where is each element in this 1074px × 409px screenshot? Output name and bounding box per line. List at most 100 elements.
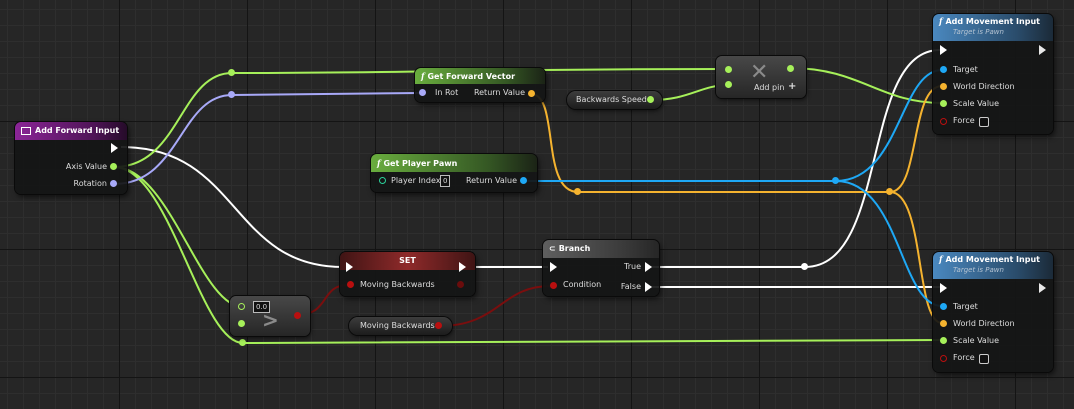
axis-value-pin[interactable] xyxy=(110,163,117,170)
pin-label-force: Force xyxy=(953,353,975,362)
pin-label-axis-value: Axis Value xyxy=(65,162,107,171)
node-title: Branch xyxy=(558,244,591,253)
compare-output-pin[interactable] xyxy=(294,312,301,319)
return-value-pin[interactable] xyxy=(528,90,535,97)
reroute-knot-float-2[interactable] xyxy=(239,339,246,346)
node-header: Add Forward Input xyxy=(15,122,127,140)
greater-than-node[interactable]: 0.0 > xyxy=(230,296,310,336)
pin-label-scale-value: Scale Value xyxy=(953,99,1000,108)
pawn-return-value-pin[interactable] xyxy=(520,177,527,184)
node-header: ⊂Branch xyxy=(543,240,659,258)
moving-backwards-in-pin[interactable] xyxy=(347,281,354,288)
pin-label-target: Target xyxy=(953,65,978,74)
object-wire-pawn-to-target-2 xyxy=(835,180,943,307)
node-title: Get Player Pawn xyxy=(383,159,458,168)
pin-label-force: Force xyxy=(953,116,975,125)
compare-input-b-pin[interactable] xyxy=(238,320,245,327)
node-subtitle: Target is Pawn xyxy=(953,28,1004,36)
greater-than-icon: > xyxy=(262,308,279,332)
pin-label-condition: Condition xyxy=(563,280,602,289)
pin-label-scale-value: Scale Value xyxy=(953,336,1000,345)
exec-out-pin[interactable] xyxy=(459,262,466,272)
branch-icon: ⊂ xyxy=(549,244,556,253)
pin-label-moving-backwards: Moving Backwards xyxy=(360,280,435,289)
exec-in-pin[interactable] xyxy=(346,262,353,272)
pin-label-true: True xyxy=(624,262,641,271)
false-exec-pin[interactable] xyxy=(645,282,652,292)
target-pin[interactable] xyxy=(940,303,947,310)
pin-label-player-index: Player Index xyxy=(391,176,441,185)
rotation-pin[interactable] xyxy=(110,180,117,187)
multiply-input-a-pin[interactable] xyxy=(725,66,732,73)
exec-wire-true-to-movement-1 xyxy=(650,49,941,269)
player-index-input[interactable]: 0 xyxy=(440,175,451,187)
function-icon: f xyxy=(939,16,943,26)
reroute-knot-object[interactable] xyxy=(832,177,839,184)
force-checkbox[interactable] xyxy=(979,354,989,364)
moving-backwards-out-pin[interactable] xyxy=(457,281,464,288)
node-title: Add Movement Input xyxy=(945,17,1040,26)
multiply-input-b-pin[interactable] xyxy=(725,81,732,88)
player-index-pin[interactable] xyxy=(379,177,386,184)
node-subtitle: Target is Pawn xyxy=(953,266,1004,274)
compare-input-a-pin[interactable] xyxy=(238,303,245,310)
exec-out-pin[interactable] xyxy=(111,143,118,153)
backwards-speed-getter[interactable]: Backwards Speed xyxy=(567,91,662,109)
moving-backwards-getter-pin[interactable] xyxy=(435,322,442,329)
multiply-node[interactable]: ✕ Add pin + xyxy=(716,56,806,98)
node-title: Get Forward Vector xyxy=(427,72,516,81)
pin-label-return-value: Return Value xyxy=(465,176,517,185)
rotator-wire xyxy=(113,92,422,185)
object-wire-pawn-to-target-1 xyxy=(522,69,943,182)
set-moving-backwards-node[interactable]: SET Moving Backwards xyxy=(340,252,475,296)
compare-value-input[interactable]: 0.0 xyxy=(253,301,271,313)
force-pin[interactable] xyxy=(940,118,947,125)
multiply-output-pin[interactable] xyxy=(787,65,794,72)
exec-in-pin[interactable] xyxy=(940,45,947,55)
branch-node[interactable]: ⊂Branch Condition True False xyxy=(543,240,659,296)
pin-label-world-direction: World Direction xyxy=(953,319,1015,328)
pin-label-rotation: Rotation xyxy=(73,179,107,188)
reroute-knot-vector[interactable] xyxy=(574,188,581,195)
add-pin-label[interactable]: Add pin xyxy=(754,83,785,92)
exec-in-pin[interactable] xyxy=(940,283,947,293)
multiply-icon: ✕ xyxy=(750,60,769,85)
variable-label: Moving Backwards xyxy=(360,321,435,330)
target-pin[interactable] xyxy=(940,66,947,73)
true-exec-pin[interactable] xyxy=(645,262,652,272)
force-checkbox[interactable] xyxy=(979,117,989,127)
reroute-knot-vector-2[interactable] xyxy=(886,188,893,195)
exec-out-pin[interactable] xyxy=(1039,45,1046,55)
reroute-knot-float[interactable] xyxy=(228,69,235,76)
exec-out-pin[interactable] xyxy=(1039,283,1046,293)
exec-wire-event-to-set xyxy=(120,146,344,268)
node-title: Add Movement Input xyxy=(945,255,1040,264)
force-pin[interactable] xyxy=(940,355,947,362)
float-wire-multiply-to-scale-1 xyxy=(789,67,943,104)
exec-in-pin[interactable] xyxy=(550,262,557,272)
reroute-knot-exec[interactable] xyxy=(801,263,808,270)
add-pin-plus-icon[interactable]: + xyxy=(788,81,797,92)
moving-backwards-getter[interactable]: Moving Backwards xyxy=(349,317,452,335)
pin-label-false: False xyxy=(620,282,641,291)
node-title: Add Forward Input xyxy=(35,126,120,135)
in-rot-pin[interactable] xyxy=(419,89,426,96)
scale-value-pin[interactable] xyxy=(940,337,947,344)
world-direction-pin[interactable] xyxy=(940,83,947,90)
world-direction-pin[interactable] xyxy=(940,320,947,327)
scale-value-pin[interactable] xyxy=(940,100,947,107)
float-wire-axis-to-compare xyxy=(113,166,244,308)
backwards-speed-pin[interactable] xyxy=(647,96,654,103)
condition-pin[interactable] xyxy=(550,282,557,289)
reroute-knot-rotator[interactable] xyxy=(228,91,235,98)
add-forward-input-node[interactable]: Add Forward Input Axis Value Rotation xyxy=(15,122,127,194)
node-header: SET xyxy=(340,252,475,270)
